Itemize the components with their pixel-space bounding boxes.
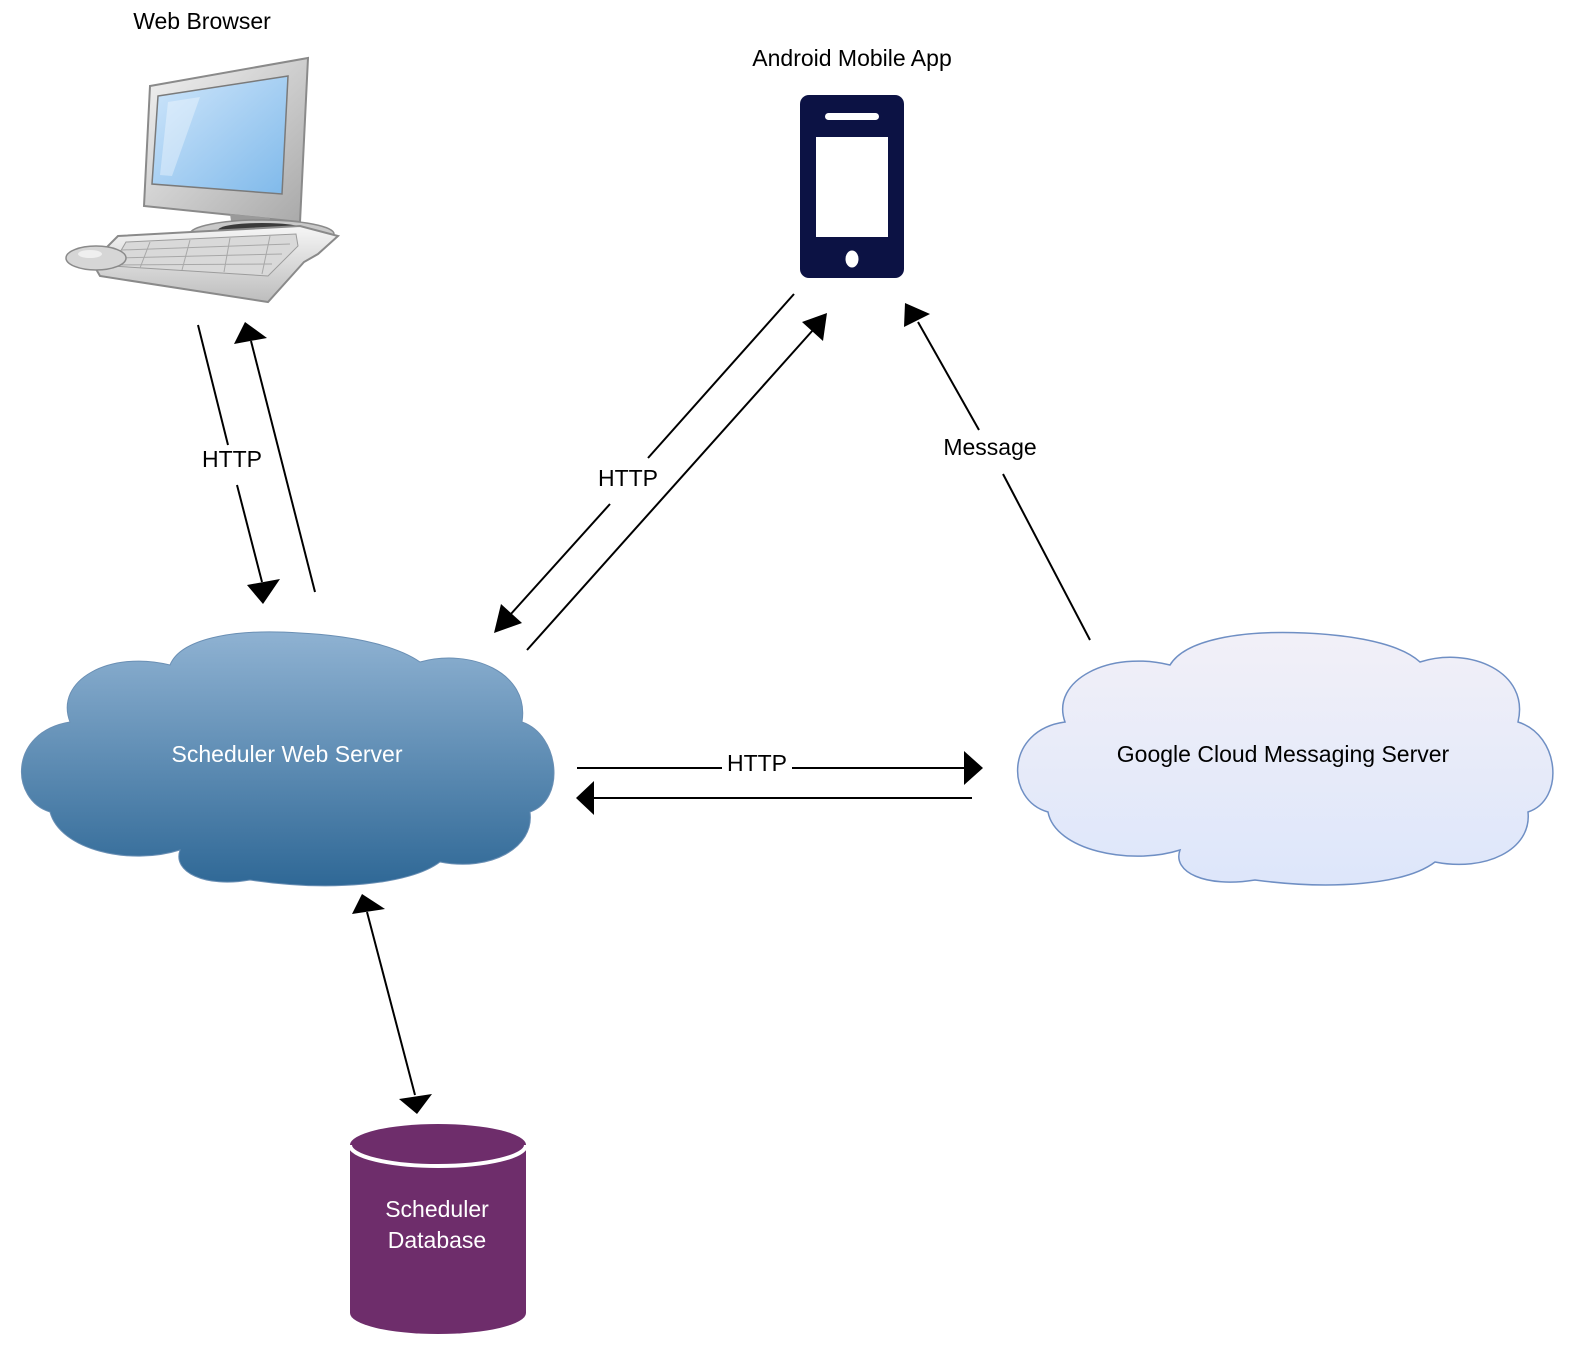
arrowhead-to-app xyxy=(802,313,827,341)
arrowhead-to-server-from-app xyxy=(494,604,522,633)
edge-server-to-app-line xyxy=(526,329,814,651)
edge-app-to-server-line-a xyxy=(647,293,795,459)
edge-browser-to-server-line-b xyxy=(236,484,263,583)
gcm-server-node: Google Cloud Messaging Server xyxy=(1016,631,1554,886)
web-browser-label: Web Browser xyxy=(133,8,271,34)
arrowhead-to-gcm xyxy=(964,751,983,785)
edge-gcm-app-label: Message xyxy=(943,434,1036,460)
arrowhead-to-db xyxy=(399,1094,432,1114)
edge-gcm-to-app-line-b xyxy=(917,321,980,431)
database-node: Scheduler Database xyxy=(348,1124,528,1334)
edge-server-to-browser-line xyxy=(250,340,316,593)
android-app-label: Android Mobile App xyxy=(752,45,951,71)
edge-server-db xyxy=(352,894,432,1114)
arrowhead-to-app-from-gcm xyxy=(904,303,930,327)
edge-server-db-line xyxy=(366,911,416,1096)
edge-app-to-server-line-b xyxy=(509,503,611,616)
gcm-server-label: Google Cloud Messaging Server xyxy=(1117,741,1450,767)
web-server-cloud xyxy=(21,631,555,887)
smartphone-icon xyxy=(800,95,904,278)
edge-server-gcm-label: HTTP xyxy=(727,750,787,776)
database-cylinder-icon xyxy=(348,1124,528,1334)
edge-browser-server: HTTP xyxy=(197,322,316,604)
web-browser-node: Web Browser xyxy=(65,8,341,304)
edge-server-gcm: HTTP xyxy=(576,750,983,815)
web-server-node: Scheduler Web Server xyxy=(21,631,555,887)
arrowhead-to-server xyxy=(247,579,280,604)
web-server-label: Scheduler Web Server xyxy=(172,741,403,767)
arrowhead-to-browser xyxy=(234,322,267,344)
edge-browser-server-label: HTTP xyxy=(202,446,262,472)
arrowhead-to-server-from-gcm xyxy=(576,781,594,815)
database-label-line1: Scheduler xyxy=(385,1196,489,1222)
edge-server-app: HTTP xyxy=(494,293,827,651)
android-app-node: Android Mobile App xyxy=(752,45,952,278)
desktop-computer-icon xyxy=(65,56,341,304)
database-label-line2: Database xyxy=(388,1227,486,1253)
edge-server-app-label: HTTP xyxy=(598,465,658,491)
edge-gcm-to-app-line-a xyxy=(1002,473,1091,641)
edge-gcm-app: Message xyxy=(904,303,1091,641)
arrowhead-to-server-from-db xyxy=(352,894,385,914)
edge-browser-to-server-line-a xyxy=(197,324,229,446)
gcm-server-cloud xyxy=(1016,631,1554,886)
